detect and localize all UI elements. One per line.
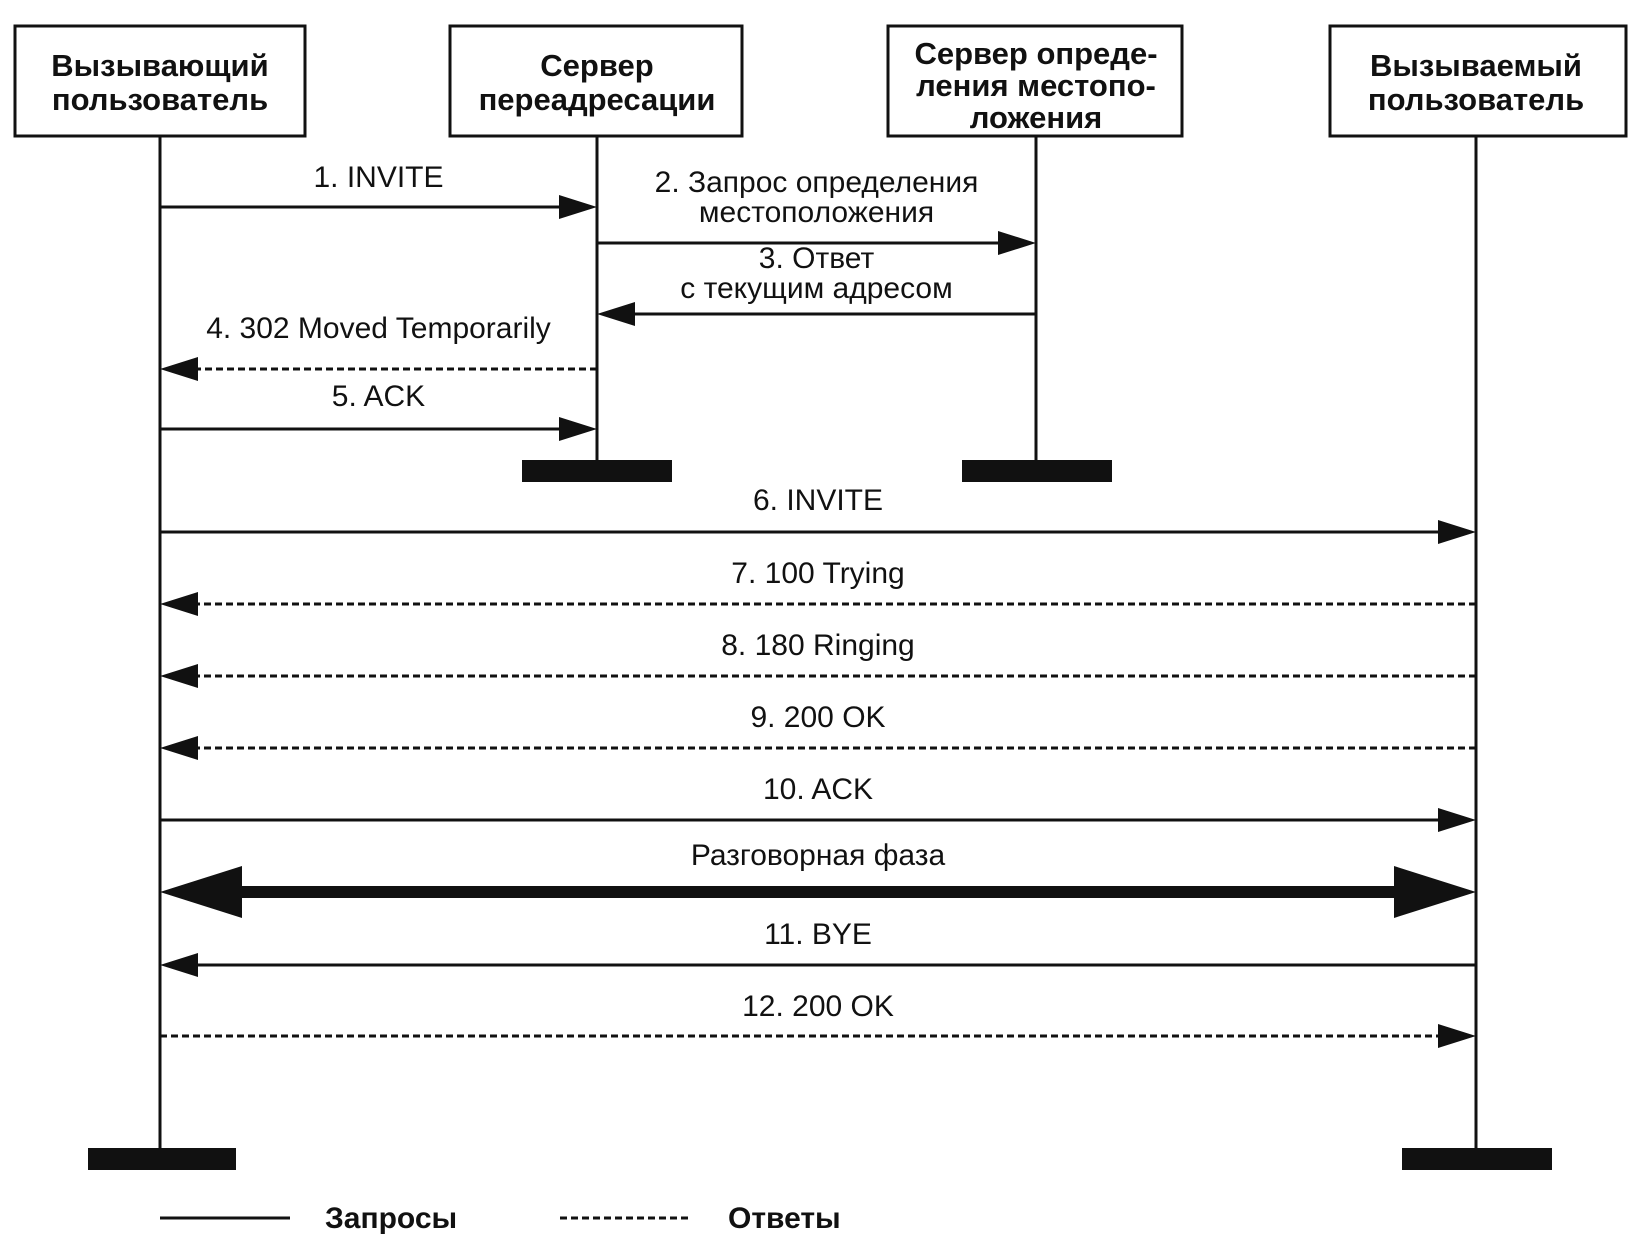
message-label: 6. INVITE [753, 484, 883, 517]
message-arrowhead [597, 302, 635, 326]
legend: Запросы Ответы [160, 1202, 841, 1235]
message-label: Разговорная фаза [691, 839, 946, 872]
message-arrowhead [1438, 1024, 1476, 1048]
message-label: 7. 100 Trying [731, 557, 904, 590]
message-10: 10. ACK [160, 773, 1476, 832]
message-arrowhead-right [1394, 866, 1476, 918]
legend-response-label: Ответы [728, 1202, 841, 1235]
message-label: 5. ACK [332, 380, 425, 413]
caller-box [13, 24, 307, 138]
caller-termination-bar [88, 1148, 236, 1170]
message-12: 11. BYE [160, 918, 1476, 977]
message-7: 7. 100 Trying [160, 557, 1476, 616]
message-arrowhead [160, 592, 198, 616]
callee-box [1328, 24, 1628, 138]
message-8: 8. 180 Ringing [160, 629, 1476, 688]
message-arrowhead [160, 357, 198, 381]
message-6: 6. INVITE [160, 484, 1476, 544]
message-label: 8. 180 Ringing [721, 629, 914, 662]
location-termination-bar [962, 460, 1112, 482]
message-label: 1. INVITE [313, 161, 443, 194]
message-5: 5. ACK [160, 380, 597, 441]
message-label: 4. 302 Moved Temporarily [206, 312, 551, 345]
message-4: 4. 302 Moved Temporarily [160, 312, 597, 381]
message-9: 9. 200 OK [160, 701, 1476, 760]
message-arrowhead [160, 664, 198, 688]
message-arrowhead [1438, 808, 1476, 832]
message-arrowhead [160, 953, 198, 977]
message-11: Разговорная фаза [160, 839, 1476, 918]
message-arrowhead [160, 736, 198, 760]
message-arrowhead [559, 417, 597, 441]
message-arrowhead-left [160, 866, 242, 918]
message-label: 10. ACK [763, 773, 873, 806]
message-label: 11. BYE [764, 918, 872, 951]
redirect-box [448, 24, 744, 138]
message-1: 1. INVITE [160, 161, 597, 219]
callee-termination-bar [1402, 1148, 1552, 1170]
message-arrowhead [559, 195, 597, 219]
location-box [886, 24, 1184, 138]
message-label: 12. 200 OK [742, 990, 894, 1023]
location-label: Сервер опреде-ления местопо-ложения [914, 36, 1157, 135]
lifelines [88, 136, 1552, 1170]
message-label: 9. 200 OK [750, 701, 885, 734]
message-arrowhead [1438, 520, 1476, 544]
message-13: 12. 200 OK [160, 990, 1476, 1048]
legend-request-label: Запросы [325, 1202, 457, 1235]
message-arrowhead [998, 231, 1036, 255]
redirect-termination-bar [522, 460, 672, 482]
